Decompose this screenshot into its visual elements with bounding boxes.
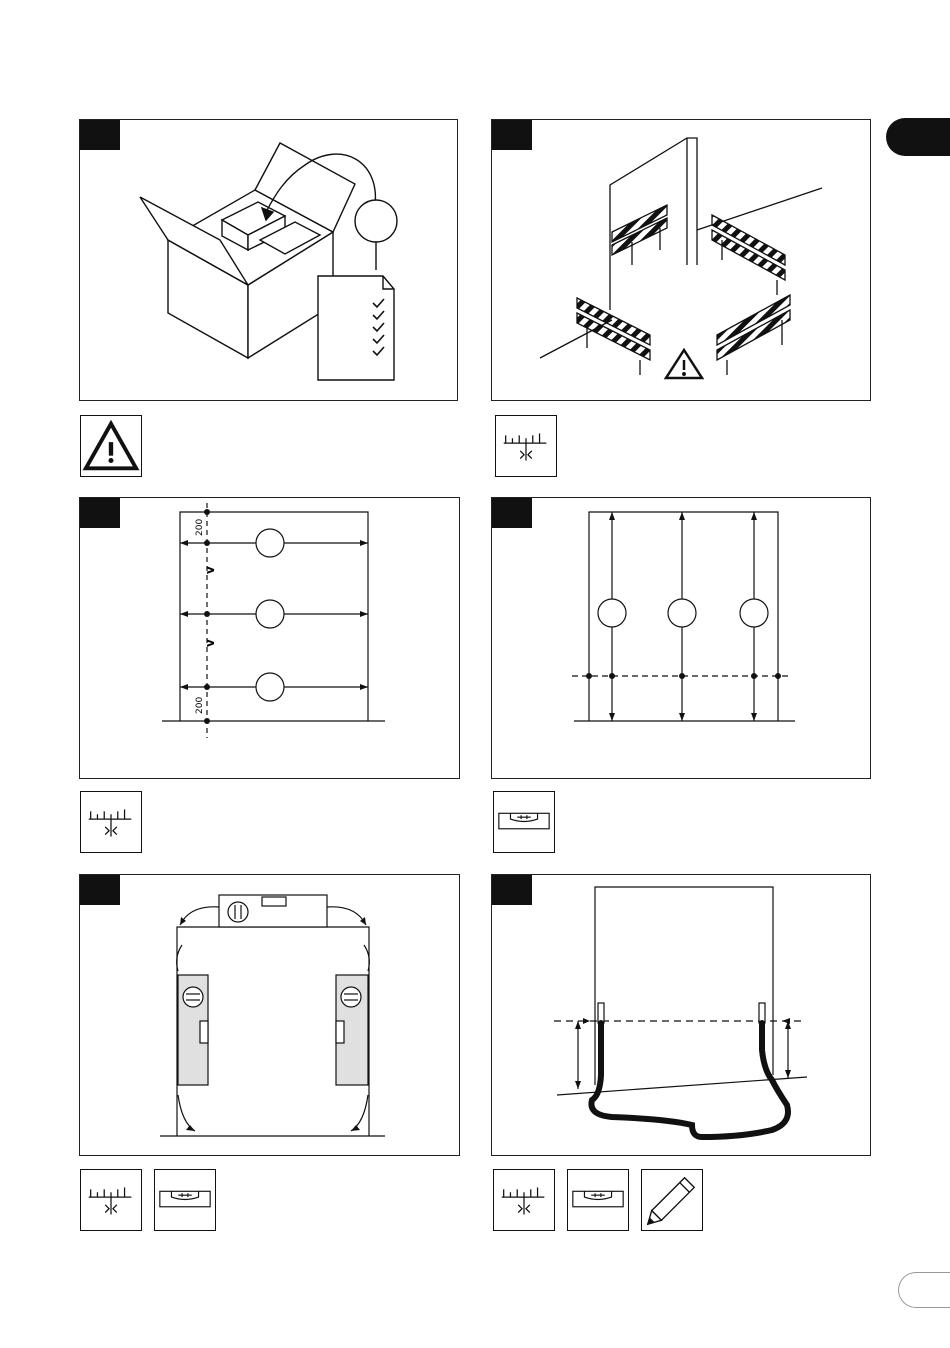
panel-vertical-measure — [491, 497, 871, 779]
panel-horizontal-measure: 200 200 v v — [79, 497, 460, 779]
vertical-measure-diagram — [492, 498, 872, 780]
tape-measure-icon — [80, 791, 142, 853]
page-number-tab — [898, 1272, 950, 1308]
barrier-illustration — [492, 120, 872, 402]
spirit-level-icon — [493, 791, 555, 853]
panel-unpacking — [79, 119, 458, 401]
spacing-mark-2: v — [203, 639, 217, 647]
tape-measure-icon — [493, 1169, 555, 1231]
spacing-mark-1: v — [203, 566, 217, 574]
tape-measure-icon — [80, 1169, 142, 1231]
spirit-level-icon — [567, 1169, 629, 1231]
level-frame-diagram — [80, 875, 461, 1157]
horizontal-measure-diagram: 200 200 v v — [80, 498, 461, 780]
panel-barriers — [491, 119, 871, 401]
language-tab — [886, 118, 950, 156]
spirit-level-icon — [154, 1169, 216, 1231]
panel-floor-level — [491, 874, 871, 1156]
dimension-top-label: 200 — [195, 519, 205, 536]
floor-level-hose-diagram — [492, 875, 872, 1157]
pencil-icon — [641, 1169, 703, 1231]
dimension-bottom-label: 200 — [195, 697, 205, 714]
box-checklist-illustration — [80, 120, 459, 402]
tape-measure-icon — [495, 415, 557, 477]
panel-level-frame — [79, 874, 460, 1156]
warning-triangle-icon — [80, 415, 142, 477]
